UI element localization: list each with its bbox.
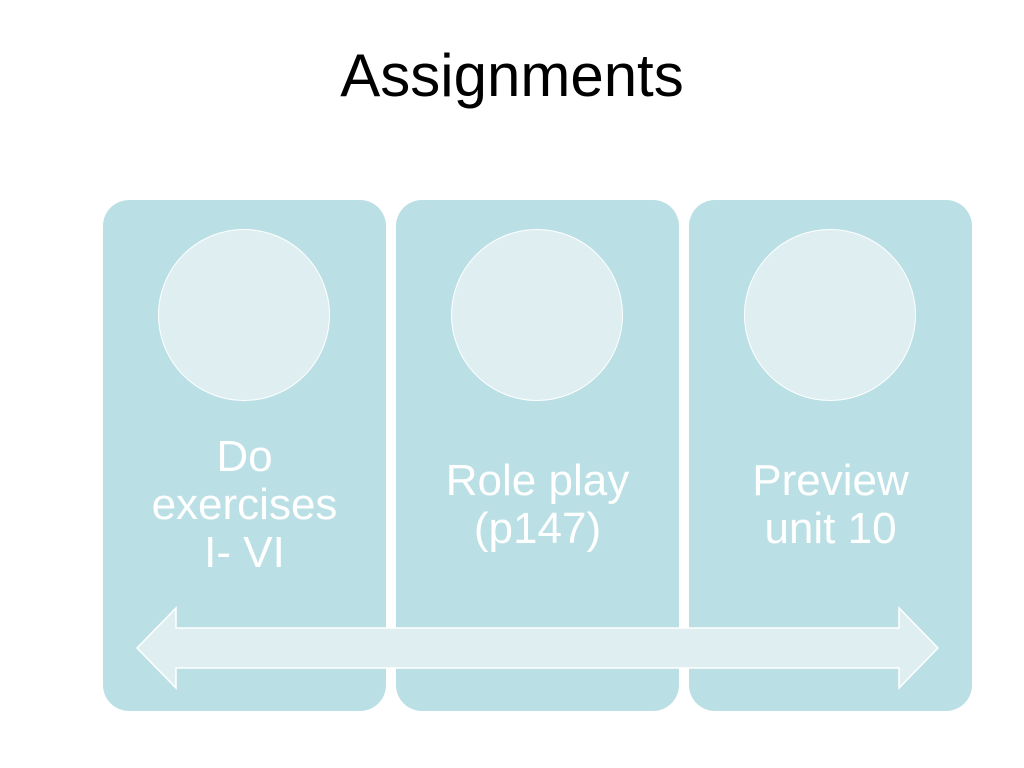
panel-text: Do exercises I- VI: [113, 433, 376, 577]
circle-placeholder-icon: [451, 229, 623, 401]
panel-text-line: Role play: [445, 456, 630, 505]
panel-text-line: (p147): [473, 504, 602, 553]
panel-text: Preview unit 10: [699, 457, 962, 553]
panel-text-line: Do: [216, 432, 273, 481]
panel-preview-unit: Preview unit 10: [689, 200, 972, 711]
panel-text-line: unit 10: [764, 504, 897, 553]
slide-title: Assignments: [340, 42, 684, 109]
panel-role-play: Role play (p147): [396, 200, 679, 711]
panel-text-line: I- VI: [204, 528, 285, 577]
panel-do-exercises: Do exercises I- VI: [103, 200, 386, 711]
panel-text-line: Preview: [752, 456, 909, 505]
circle-placeholder-icon: [158, 229, 330, 401]
panel-text: Role play (p147): [406, 457, 669, 553]
circle-placeholder-icon: [744, 229, 916, 401]
panel-text-line: exercises: [151, 480, 338, 529]
